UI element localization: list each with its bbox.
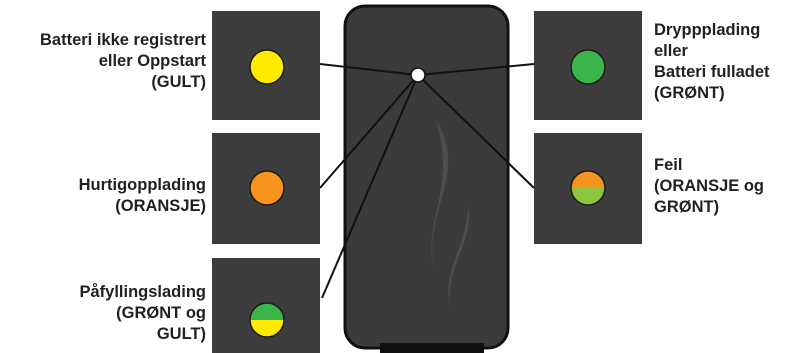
- label-line: (GRØNT og: [116, 304, 206, 322]
- label-refill-charging: Påfyllingslading (GRØNT og GULT): [79, 282, 206, 345]
- indicator-led: [410, 67, 426, 83]
- label-line: GULT): [156, 325, 206, 343]
- connector-fast-charging: [319, 74, 419, 189]
- label-line: (GRØNT): [654, 84, 725, 102]
- label-line: Hurtigopplading: [78, 176, 206, 194]
- charger-swoosh-small: [448, 205, 470, 305]
- charger-body: [343, 4, 510, 350]
- label-line: (GULT): [151, 73, 206, 91]
- label-trickle-charging: Dryppplading eller Batteri fulladet (GRØ…: [654, 20, 770, 104]
- charger-swoosh: [431, 120, 449, 270]
- led-orange: [249, 170, 285, 206]
- label-line: Dryppplading: [654, 21, 761, 39]
- label-fast-charging: Hurtigopplading (ORANSJE): [79, 175, 206, 217]
- led-yellow: [249, 49, 285, 85]
- label-error: Feil (ORANSJE og GRØNT): [654, 155, 764, 218]
- label-line: (ORANSJE og: [654, 177, 765, 195]
- label-line: eller Oppstart: [98, 52, 206, 70]
- charger-base: [380, 343, 484, 353]
- led-green-yellow: [249, 302, 285, 338]
- led-green: [570, 49, 606, 85]
- label-line: eller: [654, 42, 688, 60]
- charger-device: [343, 4, 510, 353]
- label-line: (ORANSJE): [115, 197, 206, 215]
- label-line: Batteri ikke registrert: [40, 31, 206, 49]
- led-orange-green: [570, 170, 606, 206]
- connector-battery-not-detected: [319, 63, 419, 76]
- label-line: Batteri fulladet: [654, 63, 770, 81]
- label-line: Feil: [654, 156, 683, 174]
- connector-trickle-charging: [417, 63, 535, 76]
- connector-error: [417, 74, 535, 189]
- label-line: GRØNT): [654, 198, 720, 216]
- label-line: Påfyllingslading: [79, 283, 206, 301]
- label-battery-not-detected: Batteri ikke registrert eller Oppstart (…: [40, 30, 206, 93]
- connector-refill-charging: [321, 74, 419, 299]
- connector-lines: [319, 63, 535, 299]
